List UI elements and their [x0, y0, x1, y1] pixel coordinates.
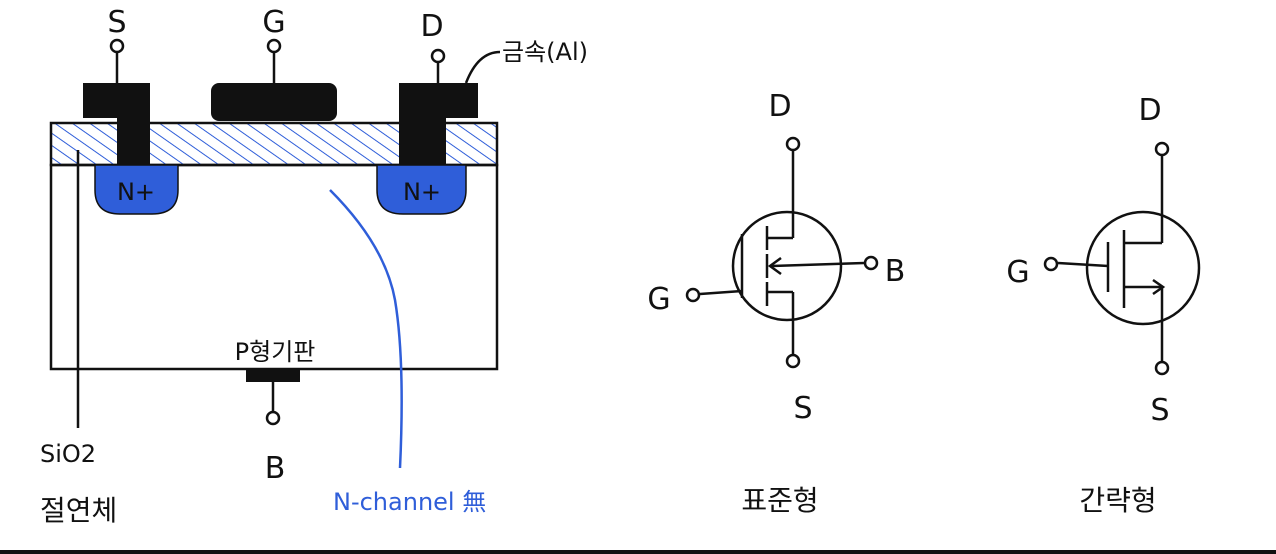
standard-caption: 표준형 — [741, 484, 818, 517]
n-plus-region-left — [94, 164, 179, 215]
oxide-formula-label: SiO2 — [40, 440, 96, 468]
source-label: S — [107, 5, 126, 40]
standard-gate-label: G — [647, 282, 670, 317]
drain-metal-contact — [399, 83, 478, 165]
oxide-insulator-label: 절연체 — [40, 494, 117, 527]
bottom-border — [0, 550, 1276, 554]
gate-metal-electrode — [211, 83, 337, 121]
standard-body-label: B — [885, 254, 906, 289]
n-plus-right-label: N+ — [403, 178, 441, 206]
standard-drain-label: D — [768, 89, 791, 124]
standard-source-label: S — [793, 391, 812, 426]
simplified-symbol-circle — [1085, 210, 1201, 326]
substrate-label: P형기판 — [235, 338, 316, 366]
metal-label: 금속(Al) — [502, 38, 588, 66]
simplified-drain-label: D — [1138, 93, 1161, 128]
drain-terminal-dot — [430, 48, 446, 64]
n-plus-left-label: N+ — [117, 178, 155, 206]
channel-note-label: N-channel 無 — [333, 488, 486, 516]
simplified-source-label: S — [1150, 393, 1169, 428]
source-metal-contact — [83, 83, 150, 165]
cross-section: S G D 금속(Al) N+ N+ P형기판 B SiO2 절연체 N-cha… — [40, 5, 588, 527]
standard-symbol-circle — [731, 210, 843, 322]
simplified-caption: 간략형 — [1079, 484, 1156, 517]
simplified-symbol: D S G 간략형 — [1006, 93, 1201, 517]
drain-label: D — [420, 9, 443, 44]
channel-pointer-curve — [329, 189, 403, 469]
simplified-gate-label: G — [1006, 255, 1029, 290]
standard-symbol: D S G B 표준형 — [647, 89, 905, 517]
source-terminal-dot — [109, 38, 125, 54]
body-terminal-dot — [265, 410, 281, 426]
body-label: B — [265, 451, 286, 486]
metal-leader-line — [464, 50, 501, 84]
gate-terminal-dot — [266, 38, 282, 54]
body-contact — [246, 369, 300, 382]
gate-label: G — [262, 5, 285, 40]
n-plus-region-right — [376, 164, 467, 215]
